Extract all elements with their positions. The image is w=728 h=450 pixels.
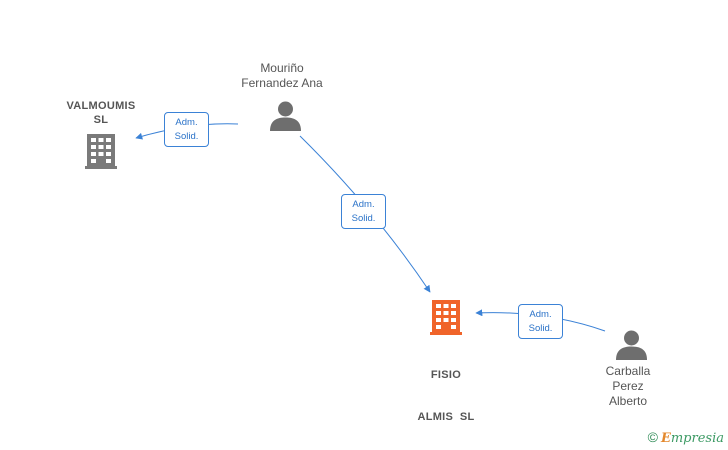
label-line: Carballa bbox=[605, 364, 651, 378]
edge-label-line: Adm. bbox=[529, 309, 552, 320]
company-label-fisio[interactable]: FISIO ALMIS SL bbox=[396, 340, 496, 438]
label-line: FISIO bbox=[430, 369, 462, 381]
person-icon[interactable] bbox=[616, 330, 647, 360]
label-line: Perez bbox=[612, 379, 644, 393]
label-line: ALMIS SL bbox=[417, 411, 475, 423]
edge-label-line: Solid. bbox=[528, 323, 553, 334]
person-icon[interactable] bbox=[270, 101, 301, 131]
label-line: SL bbox=[93, 114, 109, 126]
edge-label-line: Adm. bbox=[175, 117, 198, 128]
brand-footer[interactable]: ©Empresia bbox=[648, 429, 724, 446]
label-line: Alberto bbox=[608, 394, 648, 408]
label-line: VALMOUMIS bbox=[66, 100, 136, 112]
company-label-valmoumis[interactable]: VALMOUMIS SL bbox=[56, 99, 146, 127]
edge-label-mourino-fisio[interactable]: Adm. Solid. bbox=[341, 194, 386, 229]
edge-label-line: Adm. bbox=[352, 199, 375, 210]
brand-logo-initial: E bbox=[660, 431, 671, 446]
label-line: Fernandez Ana bbox=[241, 76, 323, 90]
edge-label-carballa-fisio[interactable]: Adm. Solid. bbox=[518, 304, 563, 339]
person-label-mourino[interactable]: Mouriño Fernandez Ana bbox=[226, 61, 338, 91]
edge-label-line: Solid. bbox=[174, 131, 199, 142]
edge-label-line: Solid. bbox=[351, 213, 376, 224]
person-label-carballa[interactable]: Carballa Perez Alberto bbox=[588, 364, 668, 409]
copyright-symbol: © bbox=[647, 429, 658, 445]
building-icon-highlighted[interactable] bbox=[430, 300, 462, 335]
edge-label-mourino-valmoumis[interactable]: Adm. Solid. bbox=[164, 112, 209, 147]
brand-logo: Empresia bbox=[661, 431, 724, 446]
brand-logo-rest: mpresia bbox=[670, 431, 724, 446]
label-line: Mouriño bbox=[260, 61, 304, 75]
building-icon[interactable] bbox=[85, 134, 117, 169]
